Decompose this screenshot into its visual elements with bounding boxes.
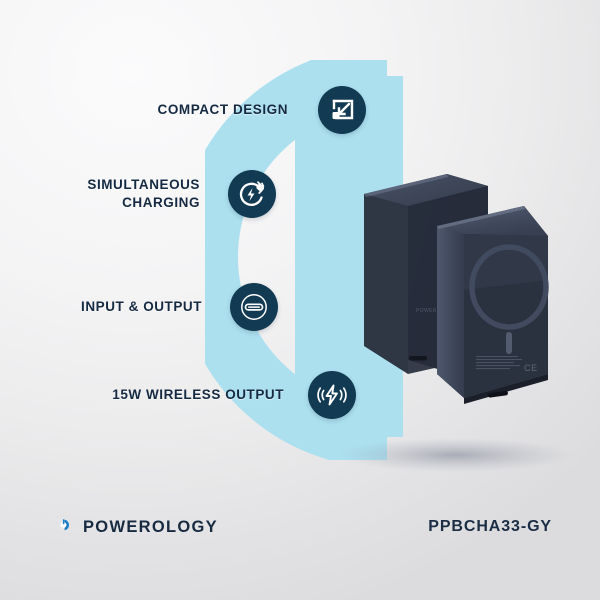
brand-name: POWEROLOGY (83, 518, 218, 536)
feature-label-input-output: INPUT & OUTPUT (81, 298, 202, 314)
feature-label-simultaneous-charging: SIMULTANEOUS CHARGING (87, 176, 200, 210)
model-number: PPBCHA33-GY (428, 518, 552, 535)
product-image: POWEROLOGY (364, 174, 549, 404)
powerology-logo-icon (52, 514, 74, 541)
feature-compact-design: COMPACT DESIGN (108, 86, 366, 134)
plug-bolt-icon (228, 170, 276, 218)
product-front-unit: CE (437, 206, 549, 404)
led-indicator (506, 332, 512, 354)
magsafe-ring (469, 244, 549, 330)
feature-label-compact-design: COMPACT DESIGN (157, 101, 288, 117)
svg-text:CE: CE (524, 363, 538, 373)
compact-arrow-icon (318, 86, 366, 134)
product-fine-print (476, 356, 522, 370)
feature-simultaneous-charging: SIMULTANEOUS CHARGING (40, 170, 276, 218)
wireless-charging-icon (308, 371, 356, 419)
feature-input-output: INPUT & OUTPUT (50, 283, 278, 331)
usb-c-port-icon (230, 283, 278, 331)
feature-label-wireless-output: 15W WIRELESS OUTPUT (112, 386, 284, 402)
svg-text:POWEROLOGY: POWEROLOGY (416, 308, 457, 314)
feature-wireless-output: 15W WIRELESS OUTPUT (86, 371, 356, 419)
footer-brand: POWEROLOGY (52, 514, 218, 541)
